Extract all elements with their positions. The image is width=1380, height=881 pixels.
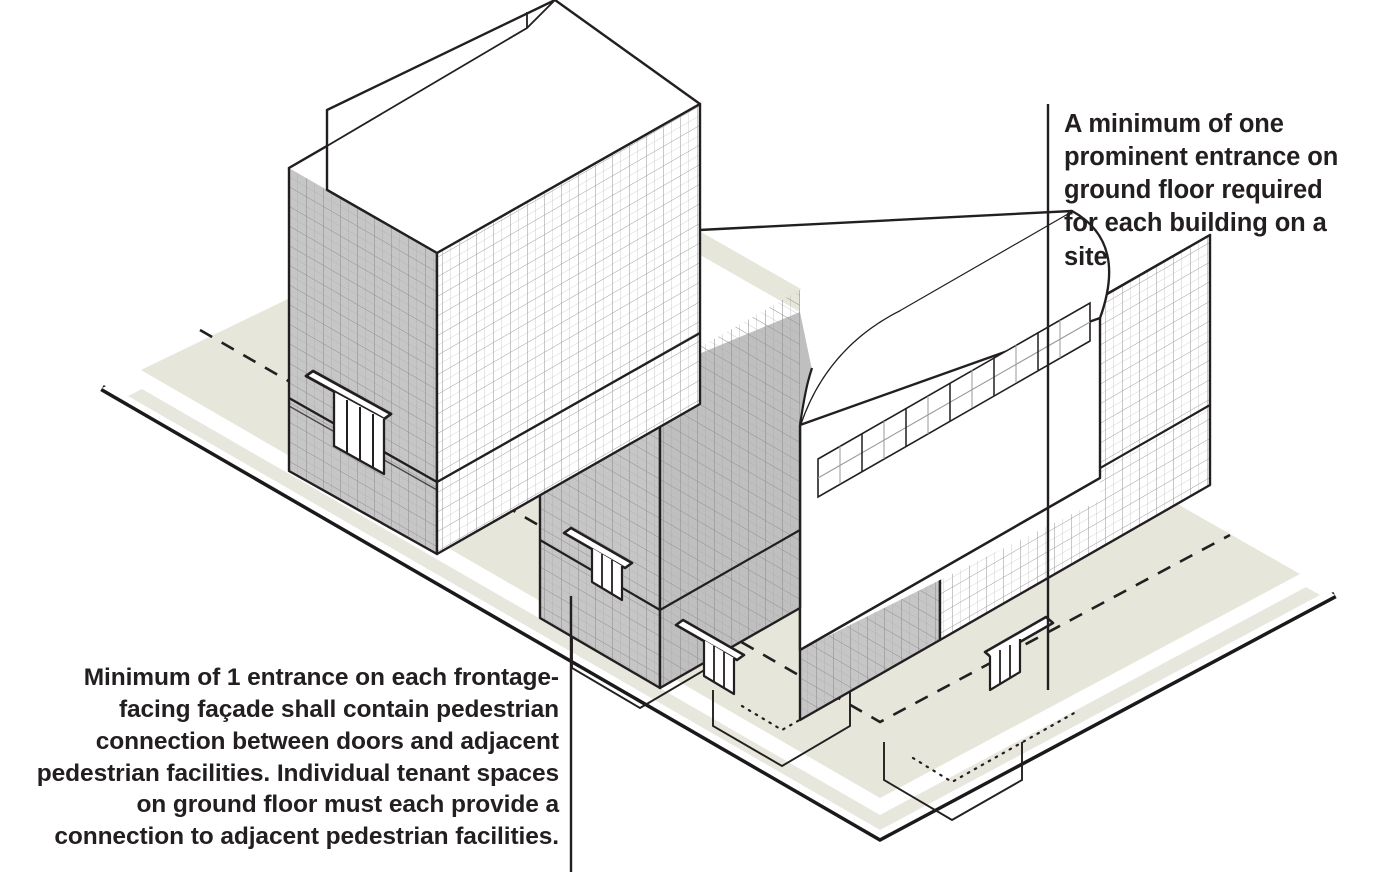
- vault-face-light: [800, 275, 1100, 650]
- walkway-outline-right: [883, 742, 1023, 822]
- callout-pedestrian-connection-requirement: Minimum of 1 entrance on each frontage-f…: [36, 664, 559, 851]
- callout-entrance-requirement: A minimum of one prominent entrance on g…: [1064, 110, 1339, 271]
- walkway-dotted-mid-right: [740, 658, 907, 732]
- entrance-right-building[interactable]: [983, 615, 1055, 692]
- tall-face-light-outline: [435, 102, 702, 556]
- vault-roof-ridge: [798, 308, 901, 426]
- callout-leader-lines: [569, 104, 1050, 872]
- clerestory-window-band: [817, 301, 1091, 499]
- entrance-mid-left-doorbay: [590, 548, 624, 602]
- entrance-middle-left[interactable]: [562, 526, 634, 602]
- walkway-outline-mid-right: [712, 690, 851, 768]
- walkway-dotted-right: [911, 710, 1078, 784]
- sidewalk-plane: [102, 370, 1335, 838]
- entrance-left-building[interactable]: [304, 369, 393, 476]
- tall-notch-patch: [289, 146, 327, 190]
- vault-springline-curve: [798, 367, 814, 426]
- building-middle-vault-wing[interactable]: [798, 209, 1111, 652]
- entrance-middle-right[interactable]: [674, 618, 746, 696]
- entrance-right-doorbay: [988, 639, 1022, 692]
- entrance-mid-right-doorbay: [702, 640, 736, 696]
- entrance-left-canopy: [304, 369, 393, 421]
- middle-groundfloor-band-b: [659, 529, 801, 611]
- vault-bottom-edge: [799, 476, 1101, 652]
